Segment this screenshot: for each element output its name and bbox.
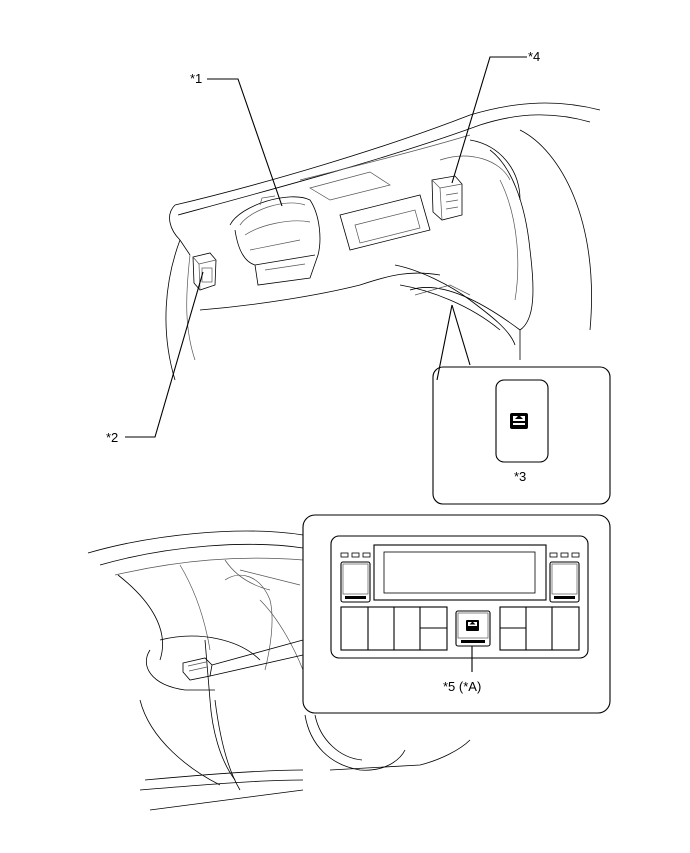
- inset-switch-detail: *3: [432, 366, 611, 505]
- leader-lines-top: [125, 56, 527, 438]
- callout-5-label: *5 (*A): [443, 679, 481, 694]
- switch-button-outline: [495, 379, 549, 463]
- inset-rear-control-panel: *5 (*A): [302, 514, 611, 714]
- callout-3-label: *3: [514, 469, 526, 484]
- rear-seat-switch-outline: [455, 610, 491, 647]
- callout-4-label: *4: [528, 49, 540, 64]
- callout-2-label: *2: [106, 430, 118, 445]
- ecu-right-component: [431, 175, 463, 221]
- instrument-panel-illustration: [165, 102, 601, 381]
- rear-cabin-illustration: [87, 530, 471, 811]
- seat-adjust-icon: [510, 413, 528, 429]
- panel-seat-adjust-icon: [466, 620, 479, 631]
- ecu-left-component: [192, 252, 217, 291]
- callout-1-label: *1: [190, 71, 202, 86]
